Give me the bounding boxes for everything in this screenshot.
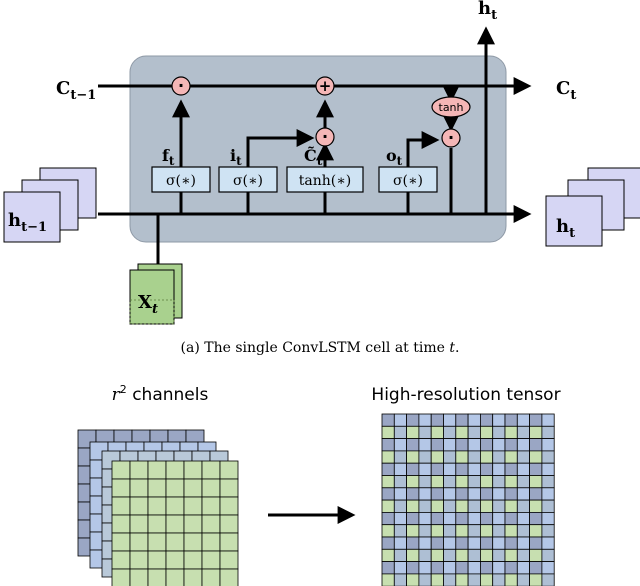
channel-grid-stack: [77, 429, 239, 586]
gate-i: σ(∗): [218, 166, 278, 193]
gate-i-func: σ(∗): [233, 173, 263, 189]
h-next-stack: ht: [545, 167, 640, 247]
svg-text:·: ·: [178, 76, 184, 95]
arrow-i: [246, 129, 315, 167]
multiply-op-f: ·: [171, 76, 191, 96]
multiply-op-o: ·: [441, 128, 461, 148]
svg-text:·: ·: [448, 128, 454, 147]
high-res-cells: [381, 413, 555, 586]
high-res-title: High-resolution tensor: [371, 385, 560, 405]
x-input-stack: Xt: [129, 263, 183, 325]
gate-c-func: tanh(∗): [299, 173, 351, 189]
gate-o-func: σ(∗): [393, 173, 423, 189]
channel-grid-4: [111, 460, 239, 586]
gate-o-label: ot: [386, 146, 403, 168]
svg-text:+: +: [319, 77, 332, 95]
label-x: Xt: [138, 292, 158, 317]
label-c-prev: Ct−1: [56, 78, 96, 103]
channels-label: r2 channels: [112, 383, 209, 405]
plus-op: +: [315, 76, 335, 96]
gate-f: σ(∗): [151, 166, 211, 193]
label-c-next: Ct: [556, 78, 576, 103]
caption-a: (a) The single ConvLSTM cell at time t.: [181, 340, 460, 356]
high-res-grid: [381, 413, 555, 586]
gate-f-func: σ(∗): [166, 173, 196, 189]
gate-c-label: C̃t: [304, 146, 323, 168]
arrow-o: [406, 131, 440, 167]
gate-i-label: it: [230, 146, 242, 168]
tanh-op: tanh: [431, 96, 471, 118]
label-h-prev: ht−1: [8, 210, 47, 235]
svg-text:·: ·: [322, 127, 328, 146]
label-h-next: ht: [556, 216, 575, 241]
gate-o: σ(∗): [378, 166, 438, 193]
svg-text:tanh: tanh: [439, 101, 464, 114]
h-prev-stack: ht−1: [3, 167, 97, 243]
multiply-op-i: ·: [315, 127, 335, 147]
gate-c: tanh(∗): [286, 166, 364, 193]
label-h-top: ht: [478, 0, 497, 23]
gate-f-label: ft: [162, 146, 175, 168]
